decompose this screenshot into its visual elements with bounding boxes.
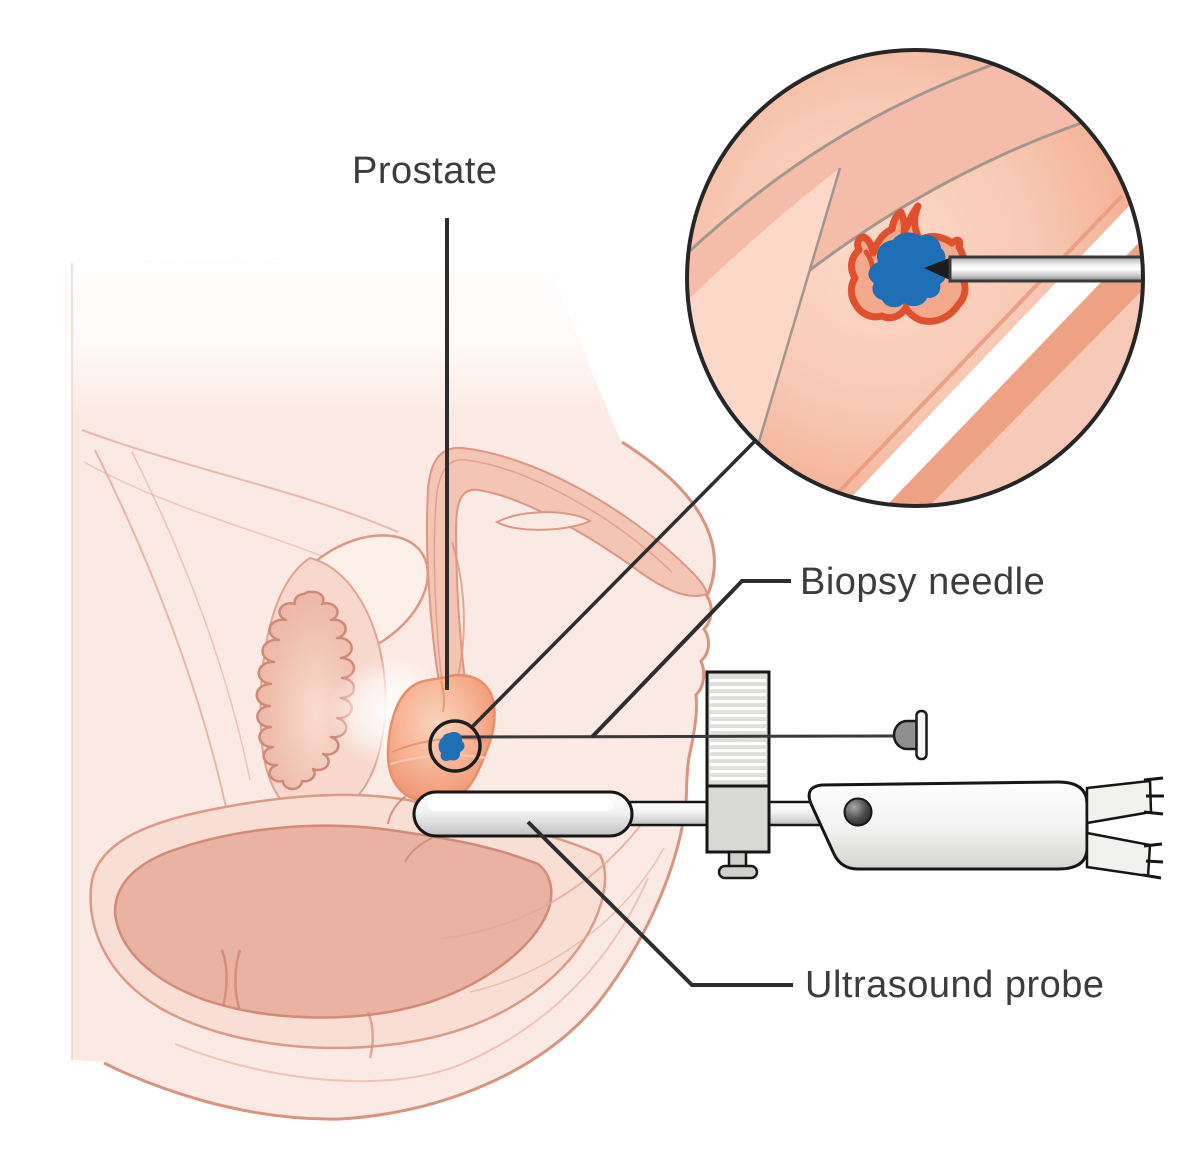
- probe-handle: [807, 780, 1089, 871]
- callout-line-ultrasound-probe: [526, 820, 793, 987]
- rectal-fold: [366, 1011, 374, 1059]
- inset-capsule-line: [687, 60, 1001, 264]
- tumor: [438, 731, 465, 762]
- probe-highlight: [428, 798, 614, 811]
- inset-wall-white: [820, 205, 1143, 506]
- guide-block: [705, 784, 771, 854]
- callout-line-biopsy-needle: [590, 579, 791, 739]
- abdominal-wall-line: [81, 429, 399, 533]
- buttock-inner-line: [174, 877, 649, 1083]
- callout-line-magnifier: [470, 439, 757, 729]
- prostate-cleft: [440, 680, 446, 713]
- pubic-bone-inner: [255, 590, 356, 791]
- biopsy-needle-line: [451, 734, 895, 739]
- handle-button: [843, 797, 873, 827]
- biopsy-needle-label: Biopsy needle: [800, 561, 1046, 603]
- prostate-label: Prostate: [352, 150, 498, 192]
- inset-tissue-wedge: [687, 168, 840, 472]
- rectum-inner: [113, 824, 553, 1019]
- probe-cables: [1085, 776, 1164, 880]
- abdomen-highlight: [72, 252, 610, 415]
- magnified-inset: [685, 48, 1145, 508]
- seminal-vesicle-line: [451, 541, 465, 685]
- prostate-crease: [391, 737, 488, 753]
- body-outline-stroke: [103, 440, 716, 1121]
- ultrasound-probe-label: Ultrasound probe: [805, 964, 1105, 1006]
- inset-wall-salmon: [846, 225, 1143, 506]
- needle-guide-rack: [705, 670, 771, 880]
- prostate-crease-light: [389, 753, 487, 766]
- urethra-leaf: [494, 511, 593, 531]
- inset-wall-shadow: [808, 194, 1124, 506]
- biopsy-device: [412, 670, 1164, 880]
- rectal-fold: [220, 949, 242, 1009]
- pelvis-cross-section: [71, 252, 716, 1121]
- inset-needle-tip: [924, 257, 952, 281]
- abdominal-wall-line: [83, 461, 353, 569]
- perineum-line: [443, 825, 641, 939]
- guide-knob: [717, 864, 759, 880]
- inset-capsule-band: [687, 62, 1090, 390]
- needle-hub: [892, 709, 928, 761]
- inset-tumor-sample: [868, 232, 947, 308]
- inset-wedge-edge: [748, 167, 842, 473]
- inset-needle: [948, 255, 1143, 283]
- inset-circle-border: [685, 48, 1145, 508]
- colon-line: [131, 451, 251, 781]
- perineum-line: [469, 847, 665, 993]
- target-circle: [428, 719, 482, 773]
